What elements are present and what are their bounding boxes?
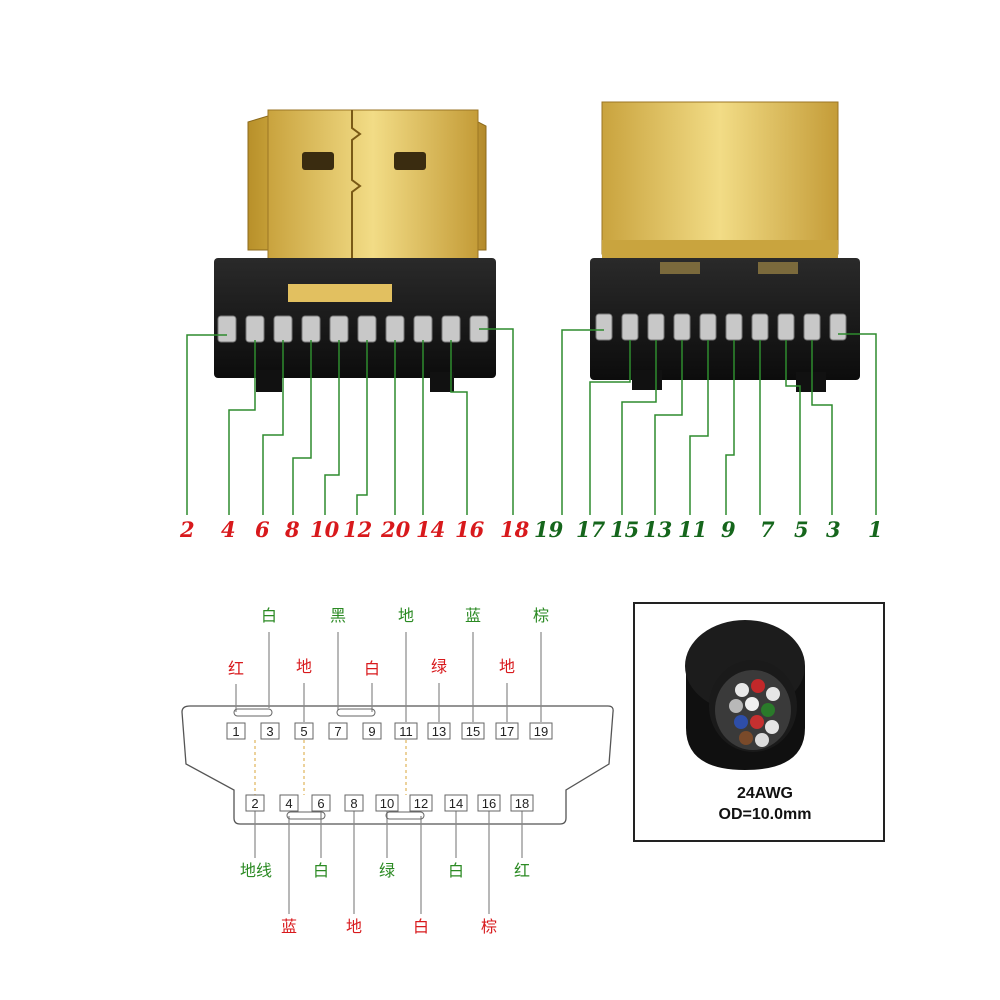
pin-number-label: 2 [179,517,195,542]
wire-color-label: 白 [413,917,429,936]
pin-number-label: 11 [678,517,707,542]
wire-color-label: 黑 [330,606,346,625]
right-pin-numbers: 19 17 15 13 11 9 7 5 3 1 [534,517,883,542]
wire-color-label: 地线 [240,861,272,880]
pin-slot-number: 18 [515,796,529,811]
pin-number-label: 5 [794,517,809,542]
latch-hole [302,152,334,170]
pin-number-label: 15 [610,517,639,542]
pin-slot-number: 2 [251,796,258,811]
wire-color-label: 绿 [431,657,447,676]
wire-color-label: 红 [514,861,530,880]
wire-color-label: 蓝 [281,917,297,936]
cable-od-label: OD=10.0mm [718,806,812,823]
wire-color-label: 白 [313,861,329,880]
pin-slot-number: 10 [380,796,394,811]
pin-slot-number: 19 [534,724,548,739]
wire-color-label: 棕 [481,917,497,936]
pin-slot-number: 3 [266,724,273,739]
right-connector [590,101,860,392]
wire-color-label: 地 [499,657,515,676]
pin-number-label: 8 [284,517,300,542]
pin-number-label: 17 [576,517,606,542]
pin-number-label: 7 [760,517,775,542]
pin-number-label: 19 [534,517,564,542]
cable-section-box [633,602,885,842]
pin-number-label: 13 [643,517,672,542]
cable-gauge-label: 24AWG [736,785,793,802]
wire-color-label: 地 [398,606,414,625]
pin-slot-number: 15 [466,724,480,739]
pin-number-label: 1 [868,517,883,542]
pin-slot-number: 7 [334,724,341,739]
pin-slot-number: 16 [482,796,496,811]
pinout-top-row: 1 3 5 7 9 11 13 15 17 19 [226,722,553,740]
pin-number-label: 6 [255,517,270,542]
wire-color-label: 白 [364,659,380,678]
cable-illustration [685,620,805,770]
pin-number-label: 18 [500,517,530,542]
pin-slot-number: 17 [500,724,514,739]
wire-color-labels: 白 黑 地 蓝 棕 红 地 白 绿 地 地线 白 绿 白 红 蓝 地 白 棕 [228,606,549,936]
pin-slot-number: 9 [368,724,375,739]
pin-slot-number: 12 [414,796,428,811]
left-pin-numbers: 2 4 6 8 10 12 20 14 16 18 [179,517,530,542]
pin-slot-number: 1 [232,724,239,739]
wire-color-label: 蓝 [465,606,481,625]
pin-number-label: 4 [221,517,236,542]
pin-number-label: 14 [416,517,445,542]
pin-slot-number: 6 [317,796,324,811]
right-leader-lines [561,329,877,515]
pin-slot-number: 8 [350,796,357,811]
pin-slot-number: 11 [399,724,413,739]
pin-slot-number: 4 [285,796,292,811]
pinout-bottom-row: 2 4 6 8 10 12 14 16 18 [245,794,534,812]
pin-number-label: 9 [721,517,736,542]
pin-number-label: 12 [343,517,372,542]
hdmi-outline [181,705,614,825]
left-connector [214,109,496,392]
pin-number-label: 20 [380,517,411,542]
latch-hole [394,152,426,170]
pin-slot-number: 14 [449,796,463,811]
pin-slot-number: 5 [300,724,307,739]
wire-color-label: 白 [261,606,277,625]
pin-number-label: 10 [310,517,340,542]
wire-color-label: 棕 [533,606,549,625]
pinout-diagram: 1 3 5 7 9 11 13 15 17 19 2 4 [181,606,614,936]
left-leader-lines [186,328,514,515]
wire-color-label: 地 [296,657,312,676]
pin-number-label: 3 [826,517,841,542]
pin-number-label: 16 [455,517,485,542]
wire-color-label: 白 [448,861,464,880]
wire-color-label: 红 [228,659,244,678]
wire-color-label: 绿 [379,861,395,880]
wire-color-label: 地 [346,917,362,936]
pin-slot-number: 13 [432,724,446,739]
